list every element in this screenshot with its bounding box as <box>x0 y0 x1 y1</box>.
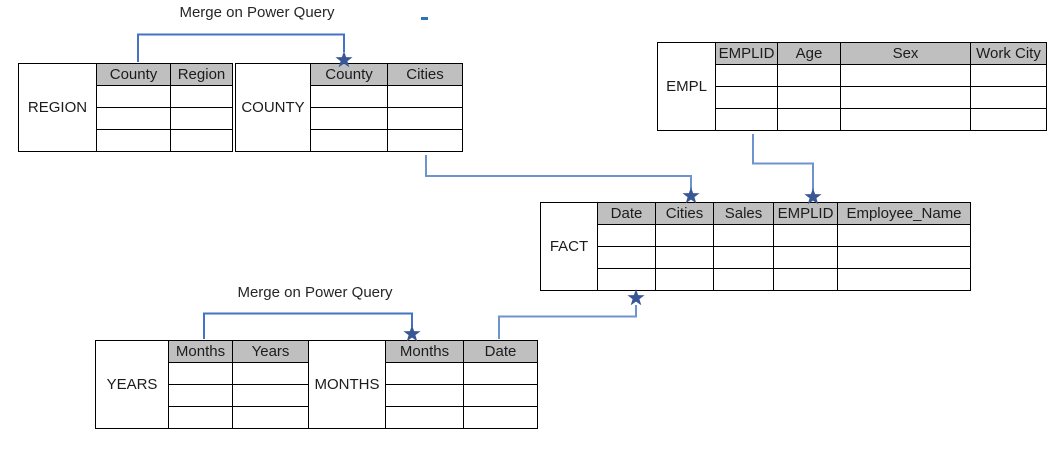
table-label-empl: EMPL <box>657 42 716 131</box>
months-grid: MONTHS Months Date <box>308 340 538 429</box>
table-county: COUNTY County Cities <box>235 63 463 152</box>
column-header: Region <box>170 63 233 86</box>
empty-cell <box>655 224 714 247</box>
empty-cell <box>387 85 463 108</box>
column-header: Cities <box>655 202 714 225</box>
fact-grid: FACT Date Cities Sales EMPLID Employee_N… <box>540 202 971 291</box>
column-header: Months <box>385 340 464 363</box>
star-icon <box>627 289 645 306</box>
empty-cell <box>170 129 233 152</box>
column-header: Years <box>232 340 309 363</box>
empty-cell <box>713 224 774 247</box>
empl-grid: EMPL EMPLID Age Sex Work City <box>657 42 1047 131</box>
column-header: EMPLID <box>715 42 778 65</box>
empty-cell <box>463 406 538 429</box>
county-grid: COUNTY County Cities <box>235 63 463 152</box>
empty-cell <box>597 224 656 247</box>
table-label-fact: FACT <box>540 202 598 291</box>
table-label-region: REGION <box>18 63 97 152</box>
empty-cell <box>96 129 171 152</box>
empty-cell <box>655 246 714 269</box>
empty-cell <box>970 108 1047 131</box>
empty-cell <box>232 362 309 385</box>
star-icon <box>403 325 421 342</box>
table-label-years: YEARS <box>95 340 169 429</box>
empty-cell <box>463 384 538 407</box>
empty-cell <box>387 107 463 130</box>
column-header: Sales <box>713 202 774 225</box>
empty-cell <box>385 406 464 429</box>
empty-cell <box>170 85 233 108</box>
merge-caption-top: Merge on Power Query <box>179 4 335 21</box>
empty-cell <box>168 362 233 385</box>
empty-cell <box>970 64 1047 87</box>
empty-cell <box>385 384 464 407</box>
column-header: Months <box>168 340 233 363</box>
empty-cell <box>310 85 388 108</box>
column-header: County <box>310 63 388 86</box>
empty-cell <box>463 362 538 385</box>
column-header: Date <box>597 202 656 225</box>
table-label-county: COUNTY <box>235 63 311 152</box>
empty-cell <box>773 246 838 269</box>
table-fact: FACT Date Cities Sales EMPLID Employee_N… <box>540 202 971 291</box>
empty-cell <box>713 268 774 291</box>
table-months: MONTHS Months Date <box>308 340 538 429</box>
empty-cell <box>310 129 388 152</box>
column-header: Sex <box>840 42 971 65</box>
empty-cell <box>232 406 309 429</box>
empty-cell <box>840 86 971 109</box>
empty-cell <box>168 384 233 407</box>
empty-cell <box>96 107 171 130</box>
empty-cell <box>777 86 841 109</box>
empty-cell <box>777 108 841 131</box>
column-header: Age <box>777 42 841 65</box>
empty-cell <box>96 85 171 108</box>
empty-cell <box>837 246 971 269</box>
empty-cell <box>773 268 838 291</box>
empty-cell <box>837 224 971 247</box>
years-grid: YEARS Months Years <box>95 340 309 429</box>
empty-cell <box>840 108 971 131</box>
connector-line <box>498 305 637 339</box>
table-empl: EMPL EMPLID Age Sex Work City <box>657 42 1047 131</box>
empty-cell <box>597 268 656 291</box>
empty-cell <box>170 107 233 130</box>
empty-cell <box>715 86 778 109</box>
table-region: REGION County Region <box>18 63 233 152</box>
merge-caption-bottom: Merge on Power Query <box>237 284 393 301</box>
empty-cell <box>970 86 1047 109</box>
star-icon <box>682 187 700 204</box>
column-header: Work City <box>970 42 1047 65</box>
connector-line <box>425 155 692 189</box>
empty-cell <box>168 406 233 429</box>
empty-cell <box>387 129 463 152</box>
column-header: Date <box>463 340 538 363</box>
column-header: Cities <box>387 63 463 86</box>
empty-cell <box>713 246 774 269</box>
empty-cell <box>655 268 714 291</box>
table-years: YEARS Months Years <box>95 340 309 429</box>
empty-cell <box>597 246 656 269</box>
region-grid: REGION County Region <box>18 63 233 152</box>
column-header: County <box>96 63 171 86</box>
empty-cell <box>837 268 971 291</box>
empty-cell <box>777 64 841 87</box>
empty-cell <box>232 384 309 407</box>
stray-dash <box>421 17 428 20</box>
connector-line <box>137 33 345 62</box>
empty-cell <box>715 64 778 87</box>
table-label-months: MONTHS <box>308 340 386 429</box>
empty-cell <box>310 107 388 130</box>
column-header: EMPLID <box>773 202 838 225</box>
empty-cell <box>773 224 838 247</box>
connector-line <box>752 134 814 190</box>
connector-line <box>203 312 413 339</box>
empty-cell <box>385 362 464 385</box>
empty-cell <box>840 64 971 87</box>
column-header: Employee_Name <box>837 202 971 225</box>
empty-cell <box>715 108 778 131</box>
